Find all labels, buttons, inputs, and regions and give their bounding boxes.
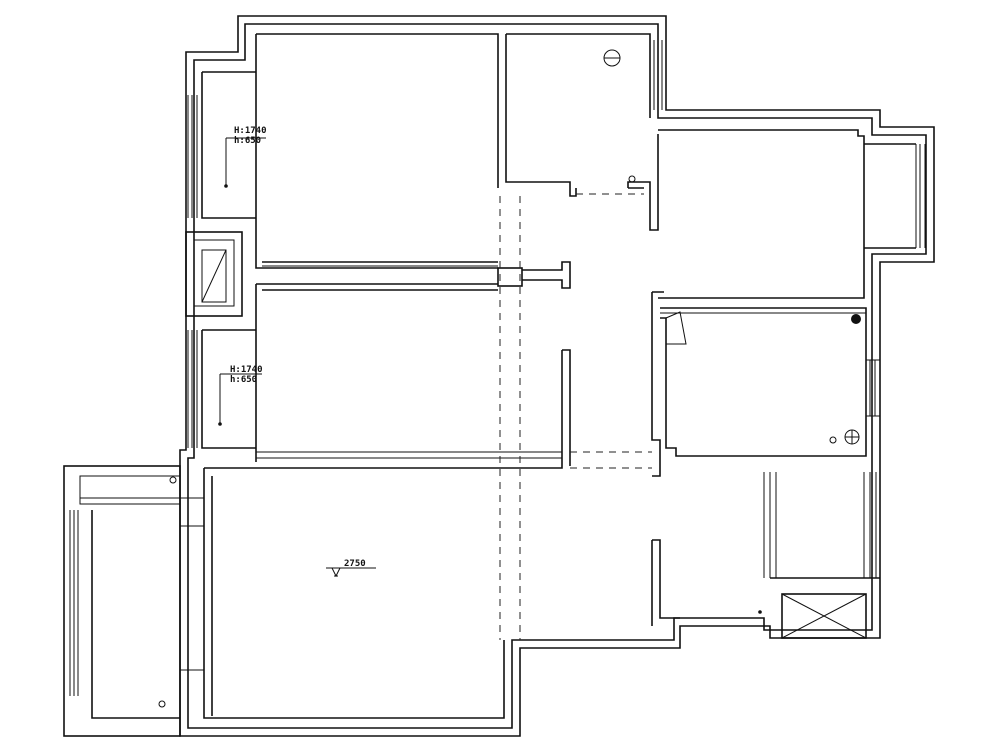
kitchen-area [651,472,880,626]
left-window-upper [187,71,256,219]
vent-shaft [781,593,867,639]
sill-height-label-upper: h:650 [234,136,261,146]
elevation-label: 2750 [344,559,366,569]
elevation-marker: 2750 [326,559,376,578]
bedroom-upper-left [255,33,499,269]
balcony-left [63,465,181,737]
wall-height-label-upper: H:1740 [234,126,267,136]
bedroom-middle-left [255,283,562,462]
bedroom-upper-right [658,129,926,299]
wall-height-label-middle: H:1740 [230,365,263,375]
left-window-lower [187,329,256,449]
annotation-upper-left: H:1740 h:650 [224,126,267,188]
duct-shaft [185,231,243,317]
corridor-walls [497,261,571,466]
annotation-middle-left: H:1740 h:650 [218,365,263,426]
bathroom-upper [505,33,663,231]
bathroom-middle-right [651,291,880,477]
sill-height-label-middle: h:650 [230,375,257,385]
outer-walls [179,15,935,737]
opening-lines [499,193,652,640]
living-room [180,458,563,719]
